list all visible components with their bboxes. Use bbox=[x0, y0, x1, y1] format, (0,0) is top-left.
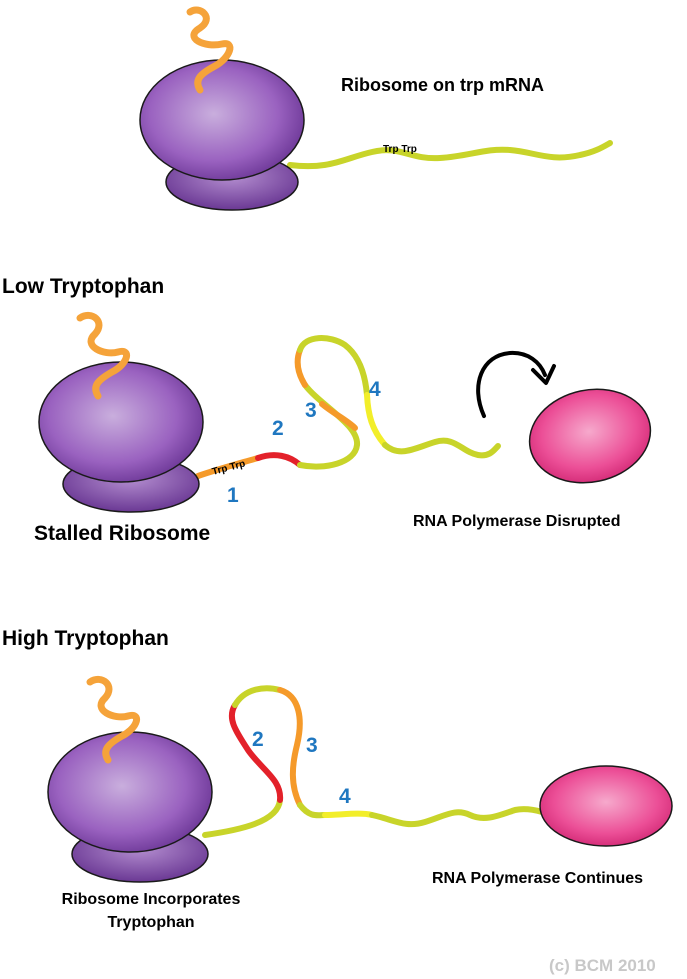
polymerase-continues-label: RNA Polymerase Continues bbox=[432, 870, 643, 887]
mrna-region-3 bbox=[277, 687, 303, 808]
ribosome-large-subunit bbox=[38, 361, 204, 483]
mrna-strand-tail bbox=[382, 437, 501, 459]
region-number-4: 4 bbox=[369, 378, 381, 401]
mrna-strand bbox=[287, 140, 613, 170]
arrowhead-icon bbox=[531, 364, 556, 385]
region-number-3: 3 bbox=[305, 399, 317, 422]
stalled-ribosome-label: Stalled Ribosome bbox=[34, 522, 210, 545]
mrna-region-2 bbox=[255, 452, 303, 468]
region-number-4: 4 bbox=[339, 785, 351, 808]
mrna-loop bbox=[232, 685, 283, 708]
high-heading: High Tryptophan bbox=[2, 627, 169, 650]
mrna-strand-tail bbox=[369, 806, 545, 828]
curved-arrow-icon bbox=[476, 350, 547, 418]
polymerase-disrupted-label: RNA Polymerase Disrupted bbox=[413, 513, 620, 530]
peptide-chain bbox=[186, 6, 234, 94]
panel-top: Trp Trp Ribosome on trp mRNA bbox=[139, 6, 613, 211]
region-number-3: 3 bbox=[306, 734, 318, 757]
mrna-loop bbox=[297, 335, 370, 398]
peptide-chain bbox=[76, 311, 130, 400]
copyright-notice: (c) BCM 2010 bbox=[549, 956, 656, 975]
ribosome-incorporates-label: Ribosome Incorporates bbox=[62, 891, 241, 908]
top-caption: Ribosome on trp mRNA bbox=[341, 75, 544, 95]
panel-low-tryptophan: Low Tryptophan Trp Trp 1 2 3 4 Stalled R… bbox=[2, 275, 652, 545]
rna-polymerase bbox=[528, 388, 652, 484]
mrna-region-1 bbox=[195, 455, 261, 479]
peptide-chain bbox=[86, 675, 140, 764]
region-number-2: 2 bbox=[252, 728, 264, 751]
region-number-2: 2 bbox=[272, 417, 284, 440]
rna-polymerase bbox=[539, 765, 673, 847]
trp-codon-label: Trp Trp bbox=[383, 144, 417, 155]
mrna-region-4 bbox=[322, 810, 375, 818]
region-number-1: 1 bbox=[227, 484, 239, 507]
mrna-strand bbox=[297, 802, 328, 819]
mrna-region-4 bbox=[364, 392, 388, 448]
ribosome-large-subunit bbox=[47, 731, 213, 853]
mrna-region-2 bbox=[228, 702, 284, 803]
low-heading: Low Tryptophan bbox=[2, 275, 164, 298]
mrna-strand bbox=[202, 797, 283, 838]
ribosome-incorporates-label-line2: Tryptophan bbox=[107, 914, 194, 931]
ribosome-large-subunit bbox=[139, 59, 305, 181]
trp-codon-label: Trp Trp bbox=[211, 458, 247, 477]
panel-high-tryptophan: High Tryptophan 2 3 4 Ribosome Incorpora… bbox=[2, 627, 673, 931]
